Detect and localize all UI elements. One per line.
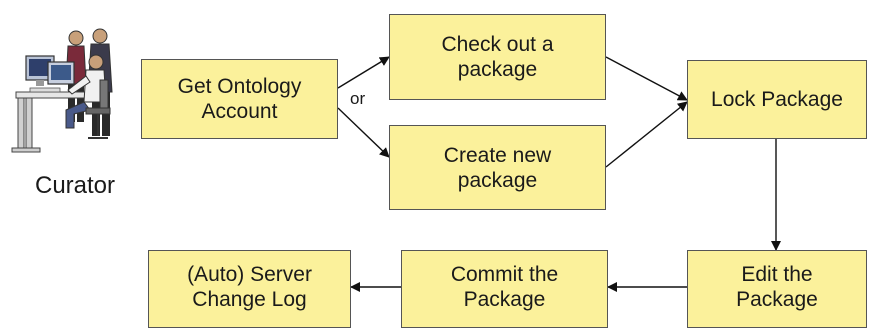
arrow-account-to-create [337,107,390,158]
create-new-package-box: Create new package [389,125,606,210]
server-change-log-box: (Auto) Server Change Log [148,250,351,328]
edit-package-box: Edit the Package [687,250,867,328]
or-label: or [350,89,366,108]
curator-label: Curator [34,172,116,199]
arrow-checkout-to-lock [605,56,688,101]
commit-package-box: Commit the Package [401,250,608,328]
check-out-package-box: Check out a package [389,14,606,100]
arrow-account-to-checkout [337,56,390,89]
curator-illustration-icon [11,28,113,153]
get-ontology-account-box: Get Ontology Account [141,59,338,139]
lock-package-box: Lock Package [687,60,867,139]
arrow-create-to-lock [605,101,688,168]
